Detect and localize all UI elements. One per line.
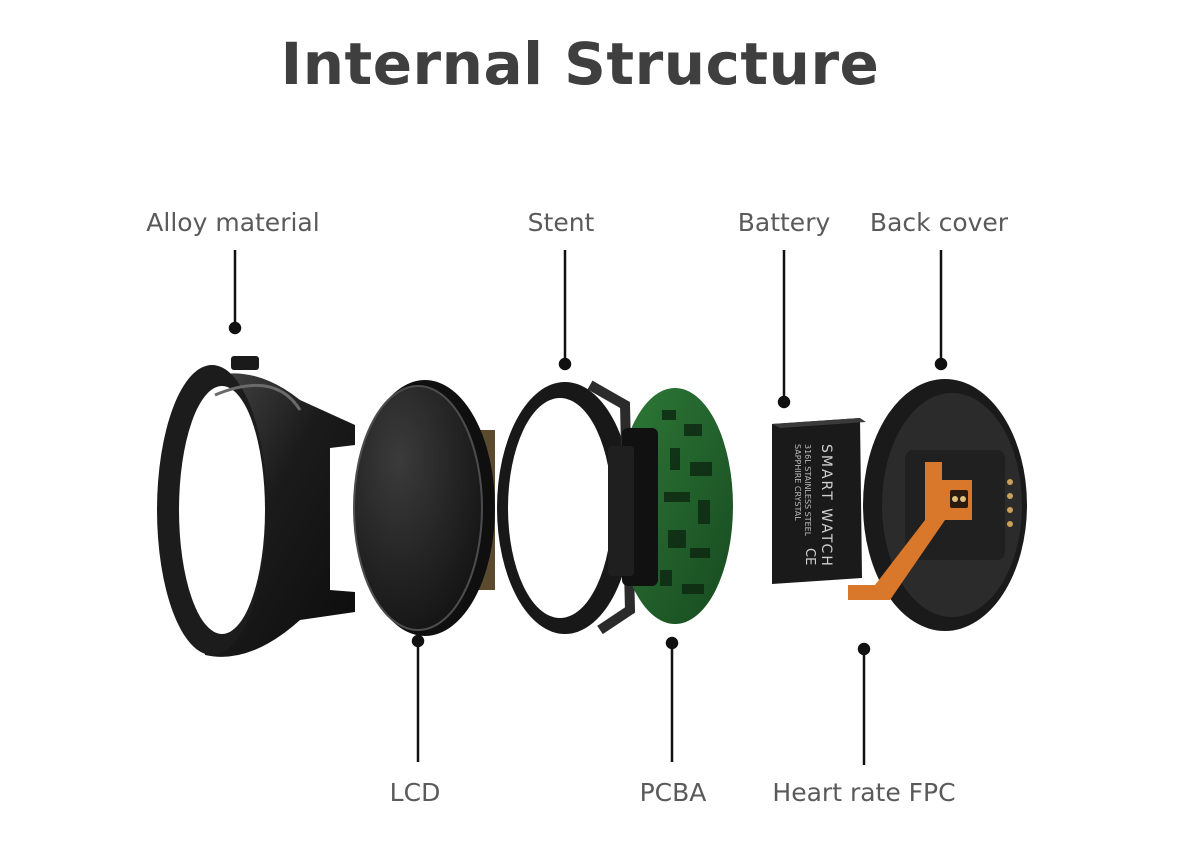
page-title: Internal Structure (280, 30, 880, 98)
leader-lines (228, 250, 948, 765)
battery-marks-text: CE (802, 548, 817, 565)
leader-battery-dot (777, 395, 791, 409)
leader-lcd-dot (411, 634, 425, 648)
label-stent: Stent (527, 208, 595, 237)
alloy-case-part (157, 356, 355, 657)
battery-line1-text: 316L STAINLESS STEEL (803, 444, 812, 537)
pcba-part (608, 388, 733, 624)
battery-line2-text: SAPPHIRE CRYSTAL (793, 444, 802, 521)
label-pcba: PCBA (639, 778, 707, 807)
battery-brand-text: SMART WATCH (818, 444, 834, 568)
stent-part (497, 380, 636, 635)
battery-part: SMART WATCH 316L STAINLESS STEEL SAPPHIR… (772, 418, 866, 584)
lcd-part (353, 380, 495, 636)
label-alloy-material: Alloy material (146, 208, 320, 237)
label-heart-rate-fpc: Heart rate FPC (772, 778, 956, 807)
heart-rate-fpc-part (848, 462, 972, 600)
label-back-cover: Back cover (869, 208, 1009, 237)
leader-pcba-dot (665, 636, 679, 650)
leader-fpc-dot (857, 642, 871, 656)
leader-back-cover-dot (934, 357, 948, 371)
label-battery: Battery (737, 208, 831, 237)
leader-alloy-dot (228, 321, 242, 335)
back-cover-part (848, 379, 1027, 631)
leader-stent-dot (558, 357, 572, 371)
label-lcd: LCD (389, 778, 441, 807)
